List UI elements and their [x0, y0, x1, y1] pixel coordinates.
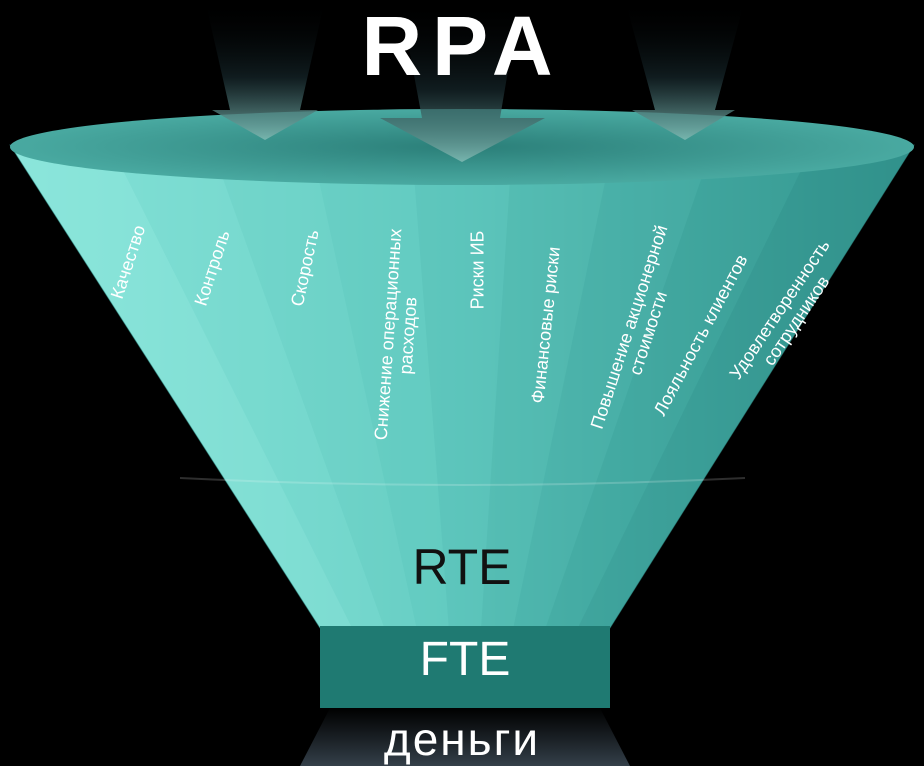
funnel-segment [513, 145, 714, 628]
funnel-segment [545, 145, 814, 628]
funnel-segment [110, 145, 385, 628]
funnel-segment [411, 145, 513, 628]
funnel-body [9, 144, 915, 629]
funnel-segment [481, 145, 613, 628]
funnel-segment [210, 145, 417, 628]
funnel-segment [10, 145, 353, 628]
arrow-center [380, 0, 545, 162]
funnel-segment [577, 145, 914, 628]
fte-box [320, 626, 610, 708]
funnel-segment [311, 145, 449, 628]
bottom-beam [300, 708, 630, 766]
arrow-right [625, 0, 745, 140]
arrow-left [205, 0, 325, 140]
